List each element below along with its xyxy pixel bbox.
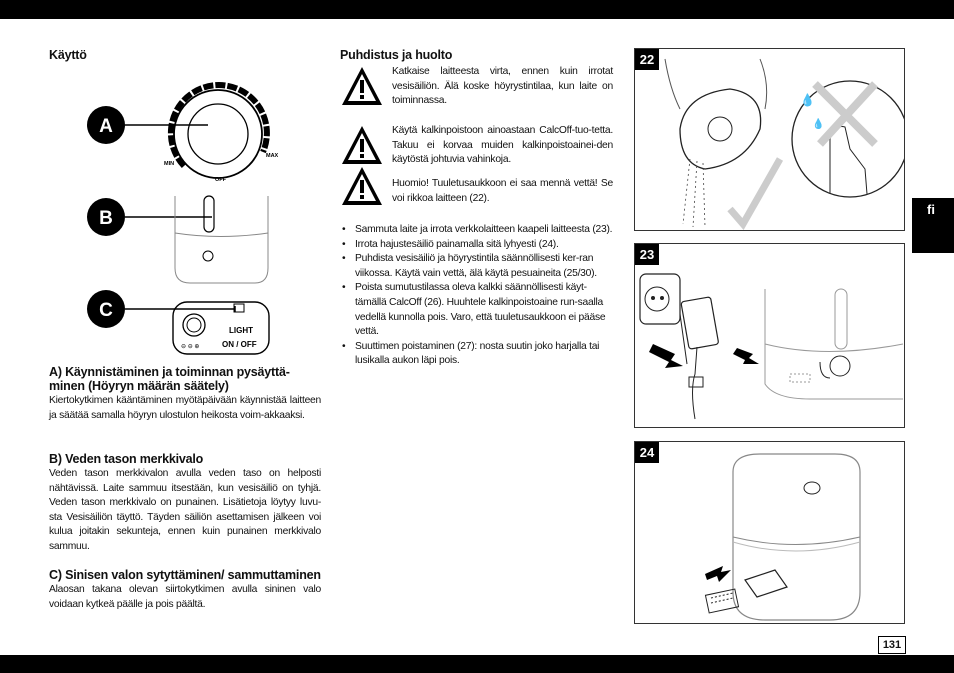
svg-text:MIN: MIN	[164, 161, 174, 167]
warning-3-text: Huomio! Tuuletusaukkoon ei saa mennä vet…	[392, 178, 613, 204]
section-c-title: C) Sinisen valon sytyttäminen/ sammuttam…	[49, 568, 321, 582]
water-level-indicator-icon	[174, 195, 269, 284]
warning-triangle-icon	[342, 167, 382, 205]
svg-text:MAX: MAX	[266, 153, 279, 159]
warning-1: Katkaise laitteesta virta, ennen kuin ir…	[340, 65, 613, 109]
cleaning-steps-list: Sammuta laite ja irrota verkkolaitteen k…	[340, 223, 613, 369]
language-tab[interactable]: fi	[912, 198, 954, 253]
svg-text:A: A	[99, 116, 113, 137]
warning-triangle-icon	[342, 67, 382, 105]
dial-knob-icon: MIN OFF MAX	[164, 82, 279, 183]
section-c: C) Sinisen valon sytyttäminen/ sammuttam…	[49, 568, 321, 612]
figure-22: 22 💧 💧	[634, 48, 905, 231]
marker-b: B	[87, 198, 212, 236]
figure-number: 22	[635, 49, 659, 70]
section-b-title: B) Veden tason merkkivalo	[49, 452, 204, 466]
controls-illustration: A MIN OFF MAX B C ⊖ ⊖ ⊕ LIGHT ON / OFF	[87, 82, 279, 355]
svg-text:LIGHT: LIGHT	[229, 326, 253, 335]
cleaning-heading: Puhdistus ja huolto	[340, 48, 453, 62]
light-switch-panel-icon: ⊖ ⊖ ⊕ LIGHT ON / OFF	[172, 301, 270, 355]
warning-2-text: Käytä kalkinpoistoon ainoastaan CalcOff-…	[392, 125, 613, 166]
list-item: Suuttimen poistaminen (27): nosta suutin…	[340, 340, 613, 369]
bottom-black-bar	[0, 655, 954, 673]
warning-triangle-icon	[342, 126, 382, 164]
warning-3: Huomio! Tuuletusaukkoon ei saa mennä vet…	[340, 167, 613, 206]
section-a: A) Käynnistäminen ja toiminnan pysäyttä-…	[49, 365, 321, 423]
list-item: Poista sumutustilassa oleva kalkki säänn…	[340, 281, 613, 339]
svg-text:💧: 💧	[812, 117, 824, 130]
list-item: Sammuta laite ja irrota verkkolaitteen k…	[340, 223, 613, 238]
list-item: Puhdista vesisäiliö ja höyrystintila sää…	[340, 252, 613, 281]
svg-text:B: B	[99, 208, 113, 229]
tank-rinse-illustration: 💧 💧	[664, 58, 904, 230]
unplug-adapter-illustration	[639, 273, 904, 420]
svg-text:💧: 💧	[800, 93, 815, 107]
figure-24: 24	[634, 441, 905, 624]
usage-heading: Käyttö	[49, 48, 87, 62]
figure-number: 23	[635, 244, 659, 265]
section-b: B) Veden tason merkkivalo Veden tason me…	[49, 452, 321, 555]
svg-text:⊖ ⊖ ⊕: ⊖ ⊖ ⊕	[181, 344, 199, 350]
section-a-body: Kiertokytkimen kääntäminen myötäpäivään …	[49, 395, 321, 421]
section-b-body: Veden tason merkkivalon avulla veden tas…	[49, 468, 321, 552]
figure-number: 24	[635, 442, 659, 463]
remove-fragrance-tray-illustration	[704, 453, 861, 621]
figure-23: 23	[634, 243, 905, 428]
warning-2: Käytä kalkinpoistoon ainoastaan CalcOff-…	[340, 124, 613, 168]
left-column: Käyttö	[49, 48, 321, 62]
list-item: Irrota hajustesäiliö painamalla sitä lyh…	[340, 238, 613, 253]
svg-text:C: C	[99, 300, 113, 321]
warning-1-text: Katkaise laitteesta virta, ennen kuin ir…	[392, 66, 613, 107]
page-number: 131	[878, 636, 906, 654]
section-a-title: A) Käynnistäminen ja toiminnan pysäyttä-…	[49, 365, 290, 393]
top-black-bar	[0, 0, 954, 19]
svg-text:OFF: OFF	[215, 177, 227, 183]
section-c-body: Alaosan takana olevan siirtokytkimen avu…	[49, 584, 321, 610]
marker-c: C	[87, 290, 236, 328]
marker-a: A	[87, 106, 208, 144]
middle-column: Puhdistus ja huolto Katkaise laitteesta …	[340, 48, 613, 366]
svg-text:ON / OFF: ON / OFF	[222, 340, 257, 349]
